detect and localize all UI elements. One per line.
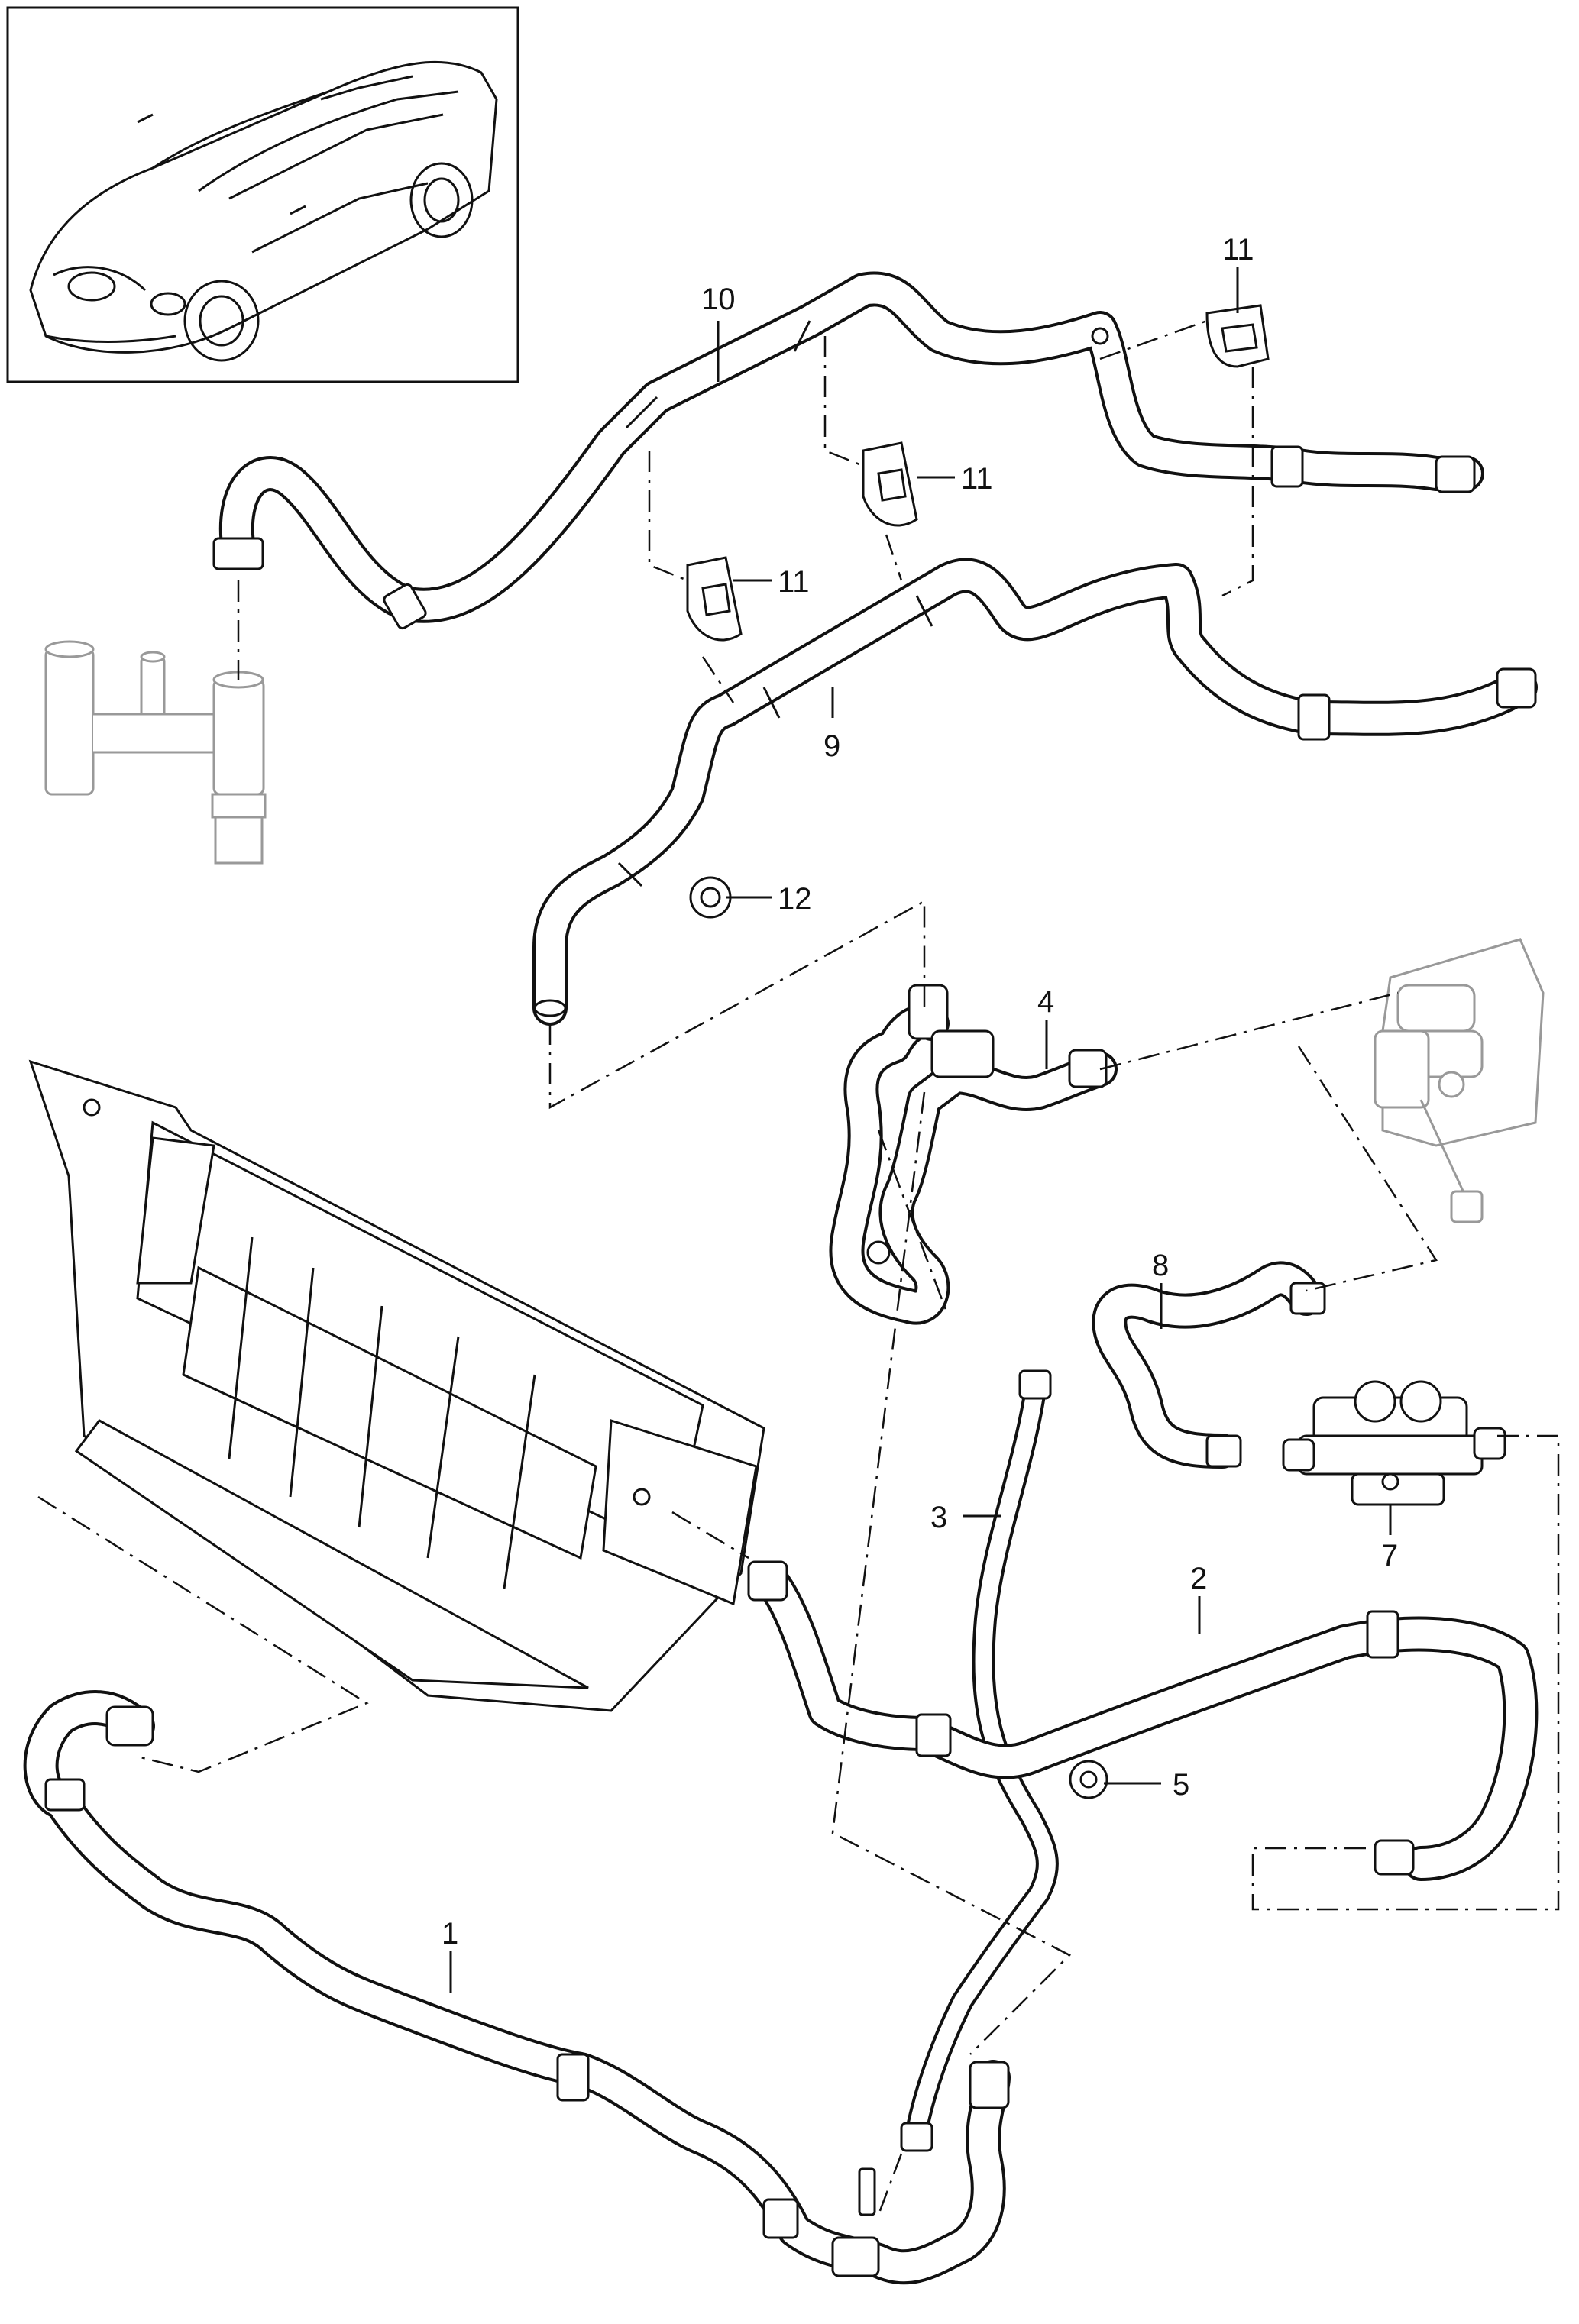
callout-5: 5 (1173, 1768, 1189, 1802)
hose-clip-12[interactable] (689, 876, 732, 919)
callout-11-lower: 11 (778, 565, 810, 599)
radiator-support-frame[interactable] (28, 1059, 765, 1712)
coolant-hose-1[interactable] (23, 1690, 1011, 2285)
hose-bracket-11-lower[interactable] (686, 556, 743, 642)
callout-8: 8 (1152, 1249, 1169, 1282)
coolant-hose-8[interactable] (1092, 1261, 1326, 1469)
coolant-hose-4[interactable] (829, 1004, 1118, 1325)
hose-bracket-11-middle[interactable] (862, 441, 918, 527)
assembly-reference-lines (37, 319, 1560, 2216)
hose-9-clamps (533, 595, 1537, 1017)
coolant-hose-9[interactable] (532, 558, 1538, 1026)
callout-2: 2 (1190, 1562, 1207, 1595)
callout-leader-lines (449, 267, 1392, 1993)
hose-bracket-11-top[interactable] (1205, 304, 1270, 368)
callout-11-middle: 11 (961, 462, 993, 496)
callout-11-top: 11 (1222, 233, 1254, 267)
callout-1: 1 (442, 1917, 458, 1951)
vehicle-thumbnail[interactable] (6, 6, 519, 383)
callout-3: 3 (930, 1501, 947, 1534)
callout-labels: 10 11 11 11 9 12 4 8 7 3 2 5 1 (442, 233, 1398, 1951)
heater-valve-reference (1374, 938, 1545, 1223)
coolant-hose-10[interactable] (218, 271, 1484, 623)
coolant-hose-3[interactable] (900, 1369, 1059, 2152)
hose-10-clamps (212, 320, 1476, 630)
callout-12: 12 (778, 882, 812, 916)
coolant-hose-2[interactable] (747, 1560, 1539, 1881)
water-valve-7[interactable] (1282, 1380, 1506, 1506)
callout-10: 10 (701, 283, 736, 316)
callout-7: 7 (1381, 1539, 1398, 1572)
callout-9: 9 (823, 729, 840, 763)
hose-4-connector (866, 984, 1108, 1265)
hose-clip-5[interactable] (1069, 1760, 1108, 1799)
callout-4: 4 (1037, 985, 1054, 1019)
coolant-pipe-connector-reference (44, 640, 267, 865)
